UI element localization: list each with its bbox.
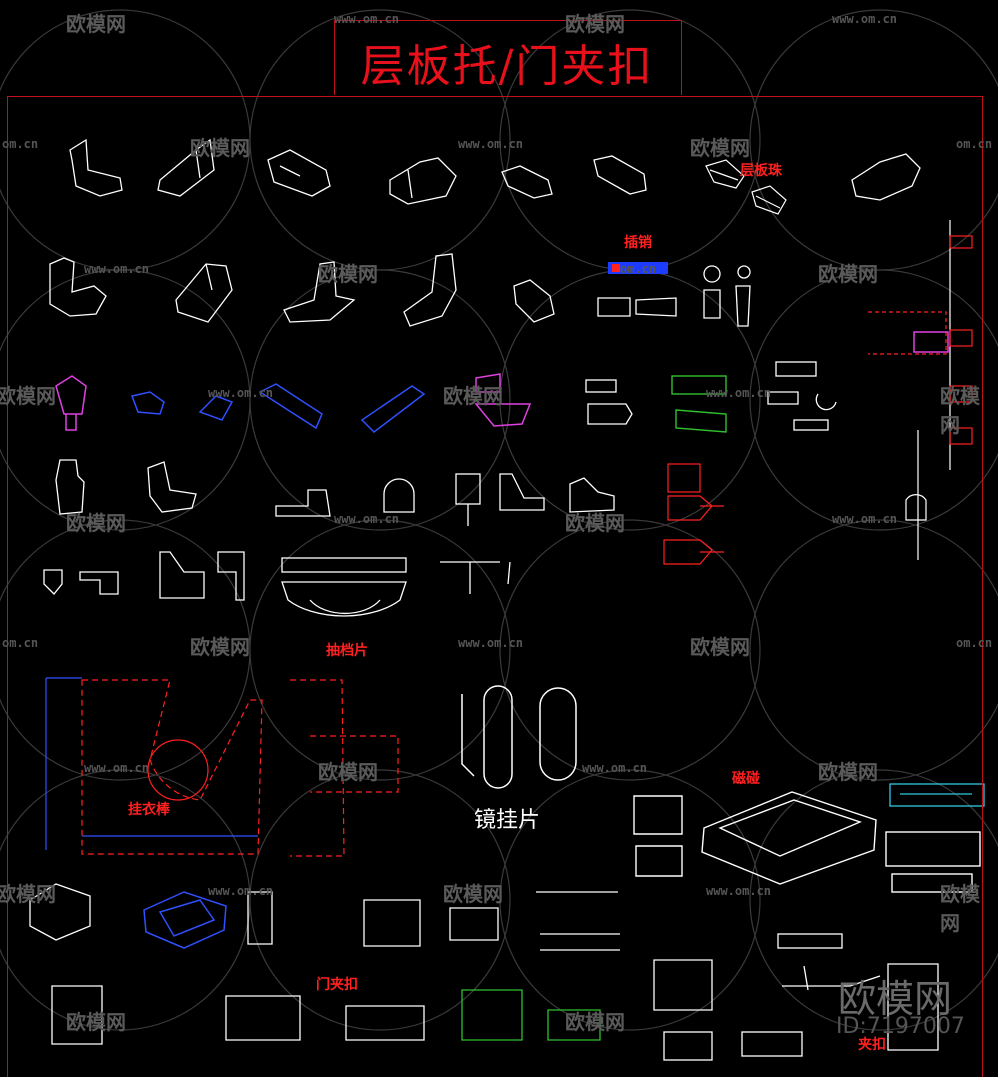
watermark-logo: 欧模网 xyxy=(818,262,878,286)
shelf-ball-screws xyxy=(705,159,787,215)
watermark-logo: 欧模网 xyxy=(565,511,625,535)
red-fittings xyxy=(663,463,724,565)
watermark-logo: 欧模网 xyxy=(0,882,56,906)
watermark-logo: 欧模网 xyxy=(66,511,126,535)
watermark-url: www.om.cn xyxy=(84,262,150,276)
watermark-url: om.cn xyxy=(2,636,39,650)
hanging-rod-bracket xyxy=(45,677,399,857)
mirror-hanger xyxy=(461,685,577,789)
watermark-logo: 欧模网 xyxy=(318,262,378,286)
label-shelf-ball: 层板珠 xyxy=(740,163,782,179)
watermark-logo: 欧模网 xyxy=(690,136,750,160)
side-profile-red xyxy=(868,235,973,445)
watermark-logo: 欧模网 xyxy=(190,136,250,160)
watermark-url: www.om.cn xyxy=(706,884,772,898)
watermark-url: www.om.cn xyxy=(832,512,898,526)
watermark-url: www.om.cn xyxy=(84,761,150,775)
label-pin: 插销 xyxy=(624,235,652,251)
watermark-logo: 欧模网 xyxy=(443,384,503,408)
watermark-url: www.om.cn xyxy=(458,137,524,151)
pin-highlight xyxy=(608,262,668,274)
watermark-logo: 欧模网 xyxy=(443,882,503,906)
shelf-pin-magenta xyxy=(55,373,532,431)
watermark-logo: 欧模网 xyxy=(690,635,750,659)
label-door-clip: 门夹扣 xyxy=(316,977,358,993)
watermark-logo: 欧模网 xyxy=(0,384,56,408)
door-clips xyxy=(29,883,939,1061)
door-clip-blue xyxy=(143,891,227,949)
watermark-logo: 欧模网 xyxy=(565,1010,625,1034)
label-hanging-rod: 挂衣棒 xyxy=(128,802,170,818)
watermark-url: www.om.cn xyxy=(582,761,648,775)
watermark-url: www.om.cn xyxy=(208,884,274,898)
watermark-url: www.om.cn xyxy=(334,12,400,26)
watermark-logo: 欧模网 xyxy=(940,882,980,935)
shelf-support-row4 xyxy=(55,459,615,526)
watermark-url: www.om.cn xyxy=(458,636,524,650)
watermark-logo: 欧模网 xyxy=(190,635,250,659)
watermark-url: om.cn xyxy=(956,636,993,650)
page-title: 层板托/门夹扣 xyxy=(360,41,654,92)
watermark-logo: 欧模网 xyxy=(66,1010,126,1034)
watermark-url: www.om.cn xyxy=(832,12,898,26)
watermark-logo: 欧模网 xyxy=(940,384,980,437)
watermark-logo: 欧模网 xyxy=(66,12,126,36)
watermark-logo: 欧模网 xyxy=(818,760,878,784)
label-drawer-stop: 抽档片 xyxy=(326,643,368,659)
label-mirror-hanger: 镜挂片 xyxy=(474,808,541,833)
shelf-support-row5 xyxy=(43,551,511,617)
watermark-logo-large: 欧模网 xyxy=(838,977,953,1021)
watermark-url: om.cn xyxy=(2,137,39,151)
label-clip: 夹扣 xyxy=(858,1037,886,1053)
watermark-logo: 欧模网 xyxy=(565,12,625,36)
shelf-pin-green xyxy=(671,375,727,433)
title-frame xyxy=(334,20,682,95)
drawing-frame xyxy=(7,96,983,1077)
shelf-pin-white-r3 xyxy=(585,361,837,431)
shelf-pin-blue xyxy=(130,383,426,433)
shelf-support-row1 xyxy=(69,138,921,205)
watermark-url: om.cn xyxy=(620,262,657,276)
magnetic-catch xyxy=(633,791,981,893)
watermark-url: www.om.cn xyxy=(706,386,772,400)
watermark-id: ID:7197007 xyxy=(836,1014,965,1039)
watermark-url: www.om.cn xyxy=(334,512,400,526)
watermark-logo: 欧模网 xyxy=(318,760,378,784)
watermark-url: om.cn xyxy=(956,137,993,151)
door-clip-green xyxy=(461,989,601,1041)
watermark-url: www.om.cn xyxy=(208,386,274,400)
watermark-arcs xyxy=(0,9,998,1031)
label-magnetic-catch: 磁碰 xyxy=(732,771,760,787)
shelf-support-row2 xyxy=(49,253,751,327)
magnetic-catch-cyan xyxy=(889,783,985,807)
